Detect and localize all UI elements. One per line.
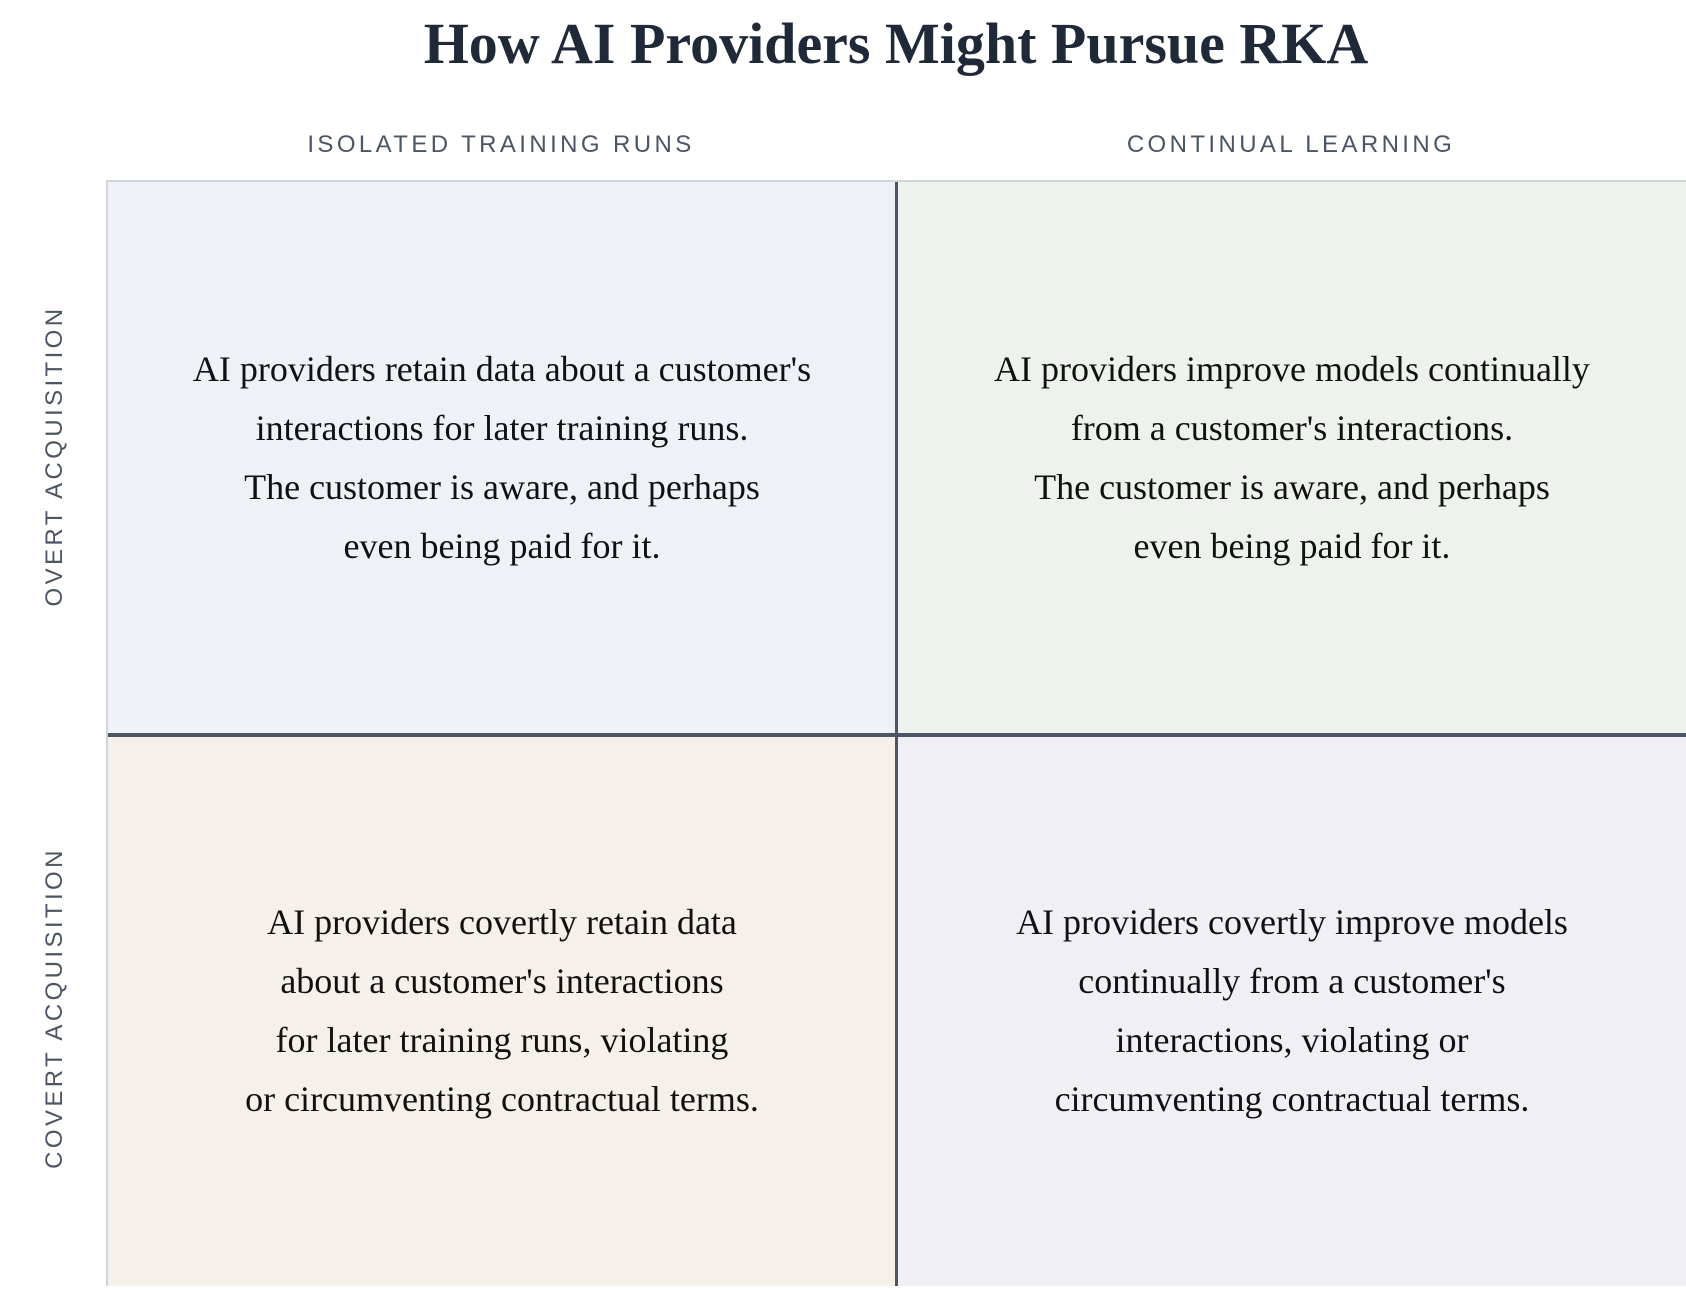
quadrant-overt-continual-text: AI providers improve models continually … [994, 340, 1590, 576]
quadrant-covert-continual: AI providers covertly improve models con… [898, 736, 1686, 1286]
quadrant-text-line: AI providers covertly improve models [1016, 902, 1568, 942]
quadrant-text-line: The customer is aware, and perhaps [1034, 467, 1550, 507]
column-header-isolated-training-runs: ISOLATED TRAINING RUNS [307, 131, 695, 158]
quadrant-text-line: AI providers covertly retain data [267, 902, 737, 942]
quadrant-covert-isolated: AI providers covertly retain data about … [108, 736, 896, 1286]
quadrant-text-line: continually from a customer's [1078, 961, 1506, 1001]
quadrant-covert-isolated-text: AI providers covertly retain data about … [245, 893, 759, 1129]
quadrant-text-line: interactions for later training runs. [255, 408, 749, 448]
quadrant-overt-isolated: AI providers retain data about a custome… [108, 182, 896, 734]
quadrant-text-line: even being paid for it. [343, 526, 661, 566]
diagram-title: How AI Providers Might Pursue RKA [423, 11, 1369, 76]
quadrant-text-line: for later training runs, violating [275, 1020, 729, 1060]
quadrant-text-line: AI providers retain data about a custome… [192, 349, 812, 389]
quadrant-text-line: circumventing contractual terms. [1054, 1079, 1530, 1119]
horizontal-axis-divider [108, 733, 1686, 737]
quadrant-overt-continual: AI providers improve models continually … [898, 182, 1686, 734]
quadrant-text-line: interactions, violating or [1115, 1020, 1469, 1060]
quadrant-text-line: about a customer's interactions [280, 961, 724, 1001]
quadrant-text-line: even being paid for it. [1133, 526, 1451, 566]
quadrant-text-line: AI providers improve models continually [994, 349, 1590, 389]
quadrant-text-line: or circumventing contractual terms. [245, 1079, 759, 1119]
column-header-continual-learning: CONTINUAL LEARNING [1126, 131, 1456, 158]
row-header-covert-acquisition: COVERT ACQUISITION [41, 847, 68, 1169]
quadrant-text-line: The customer is aware, and perhaps [244, 467, 760, 507]
quadrant-overt-isolated-text: AI providers retain data about a custome… [193, 340, 811, 576]
quadrant-covert-continual-text: AI providers covertly improve models con… [1016, 893, 1568, 1129]
row-header-overt-acquisition: OVERT ACQUISITION [41, 305, 68, 607]
quadrant-text-line: from a customer's interactions. [1070, 408, 1514, 448]
quadrant-grid: AI providers retain data about a custome… [106, 180, 1686, 1286]
